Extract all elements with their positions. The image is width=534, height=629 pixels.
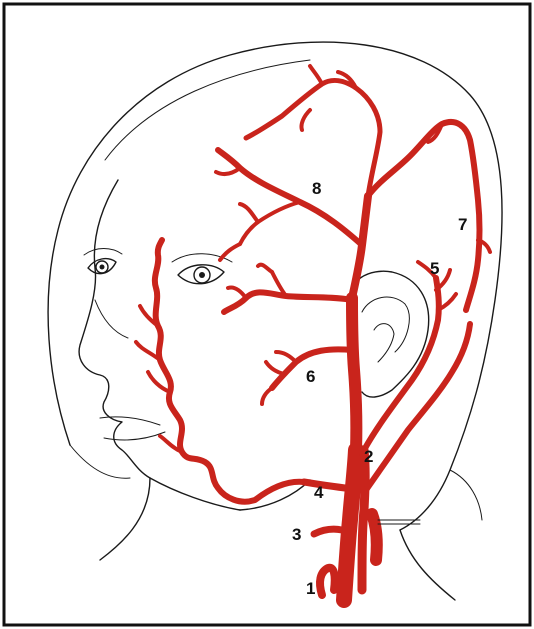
label-2: 2: [364, 447, 373, 466]
label-8: 8: [312, 179, 321, 198]
carotid-upper-trunk: [352, 298, 356, 450]
internal-carotid-artery: [362, 450, 365, 590]
cut-vessel-stump: [372, 514, 377, 560]
label-4: 4: [314, 483, 324, 502]
label-7: 7: [458, 215, 467, 234]
label-3: 3: [292, 525, 301, 544]
label-5: 5: [430, 259, 439, 278]
label-1: 1: [306, 579, 315, 598]
label-6: 6: [306, 367, 315, 386]
figure-frame: [4, 4, 530, 625]
